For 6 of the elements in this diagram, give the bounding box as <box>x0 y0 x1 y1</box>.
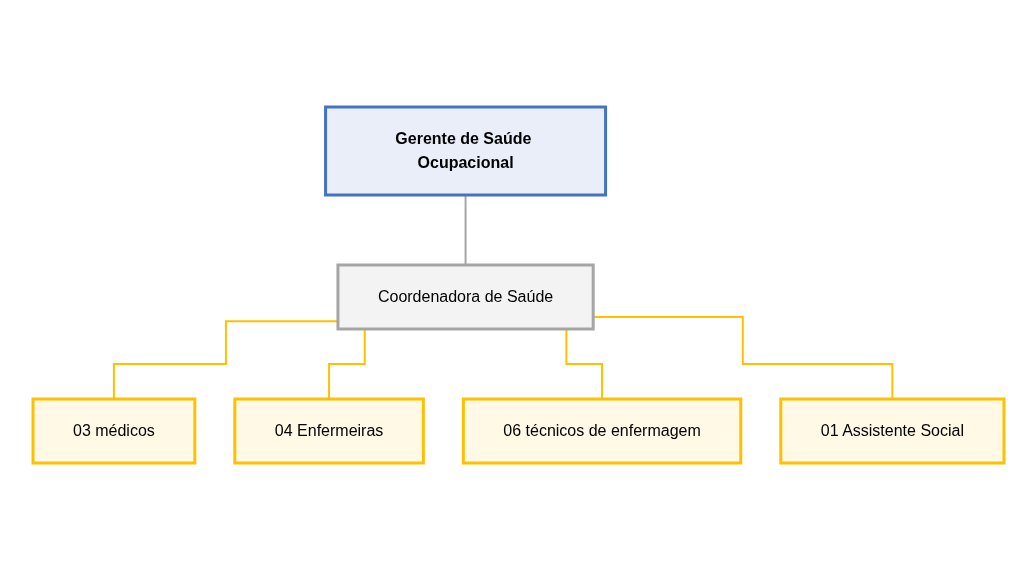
node-box: 03 médicos <box>31 397 196 465</box>
node-box: 04 Enfermeiras <box>232 397 425 465</box>
node-box: 01 Assistente Social <box>778 397 1005 465</box>
node-box: 06 técnicos de enfermagem <box>461 397 742 465</box>
node-box: Gerente de Saúde Ocupacional <box>323 105 607 197</box>
node-box: Coordenadora de Saúde <box>335 263 595 331</box>
